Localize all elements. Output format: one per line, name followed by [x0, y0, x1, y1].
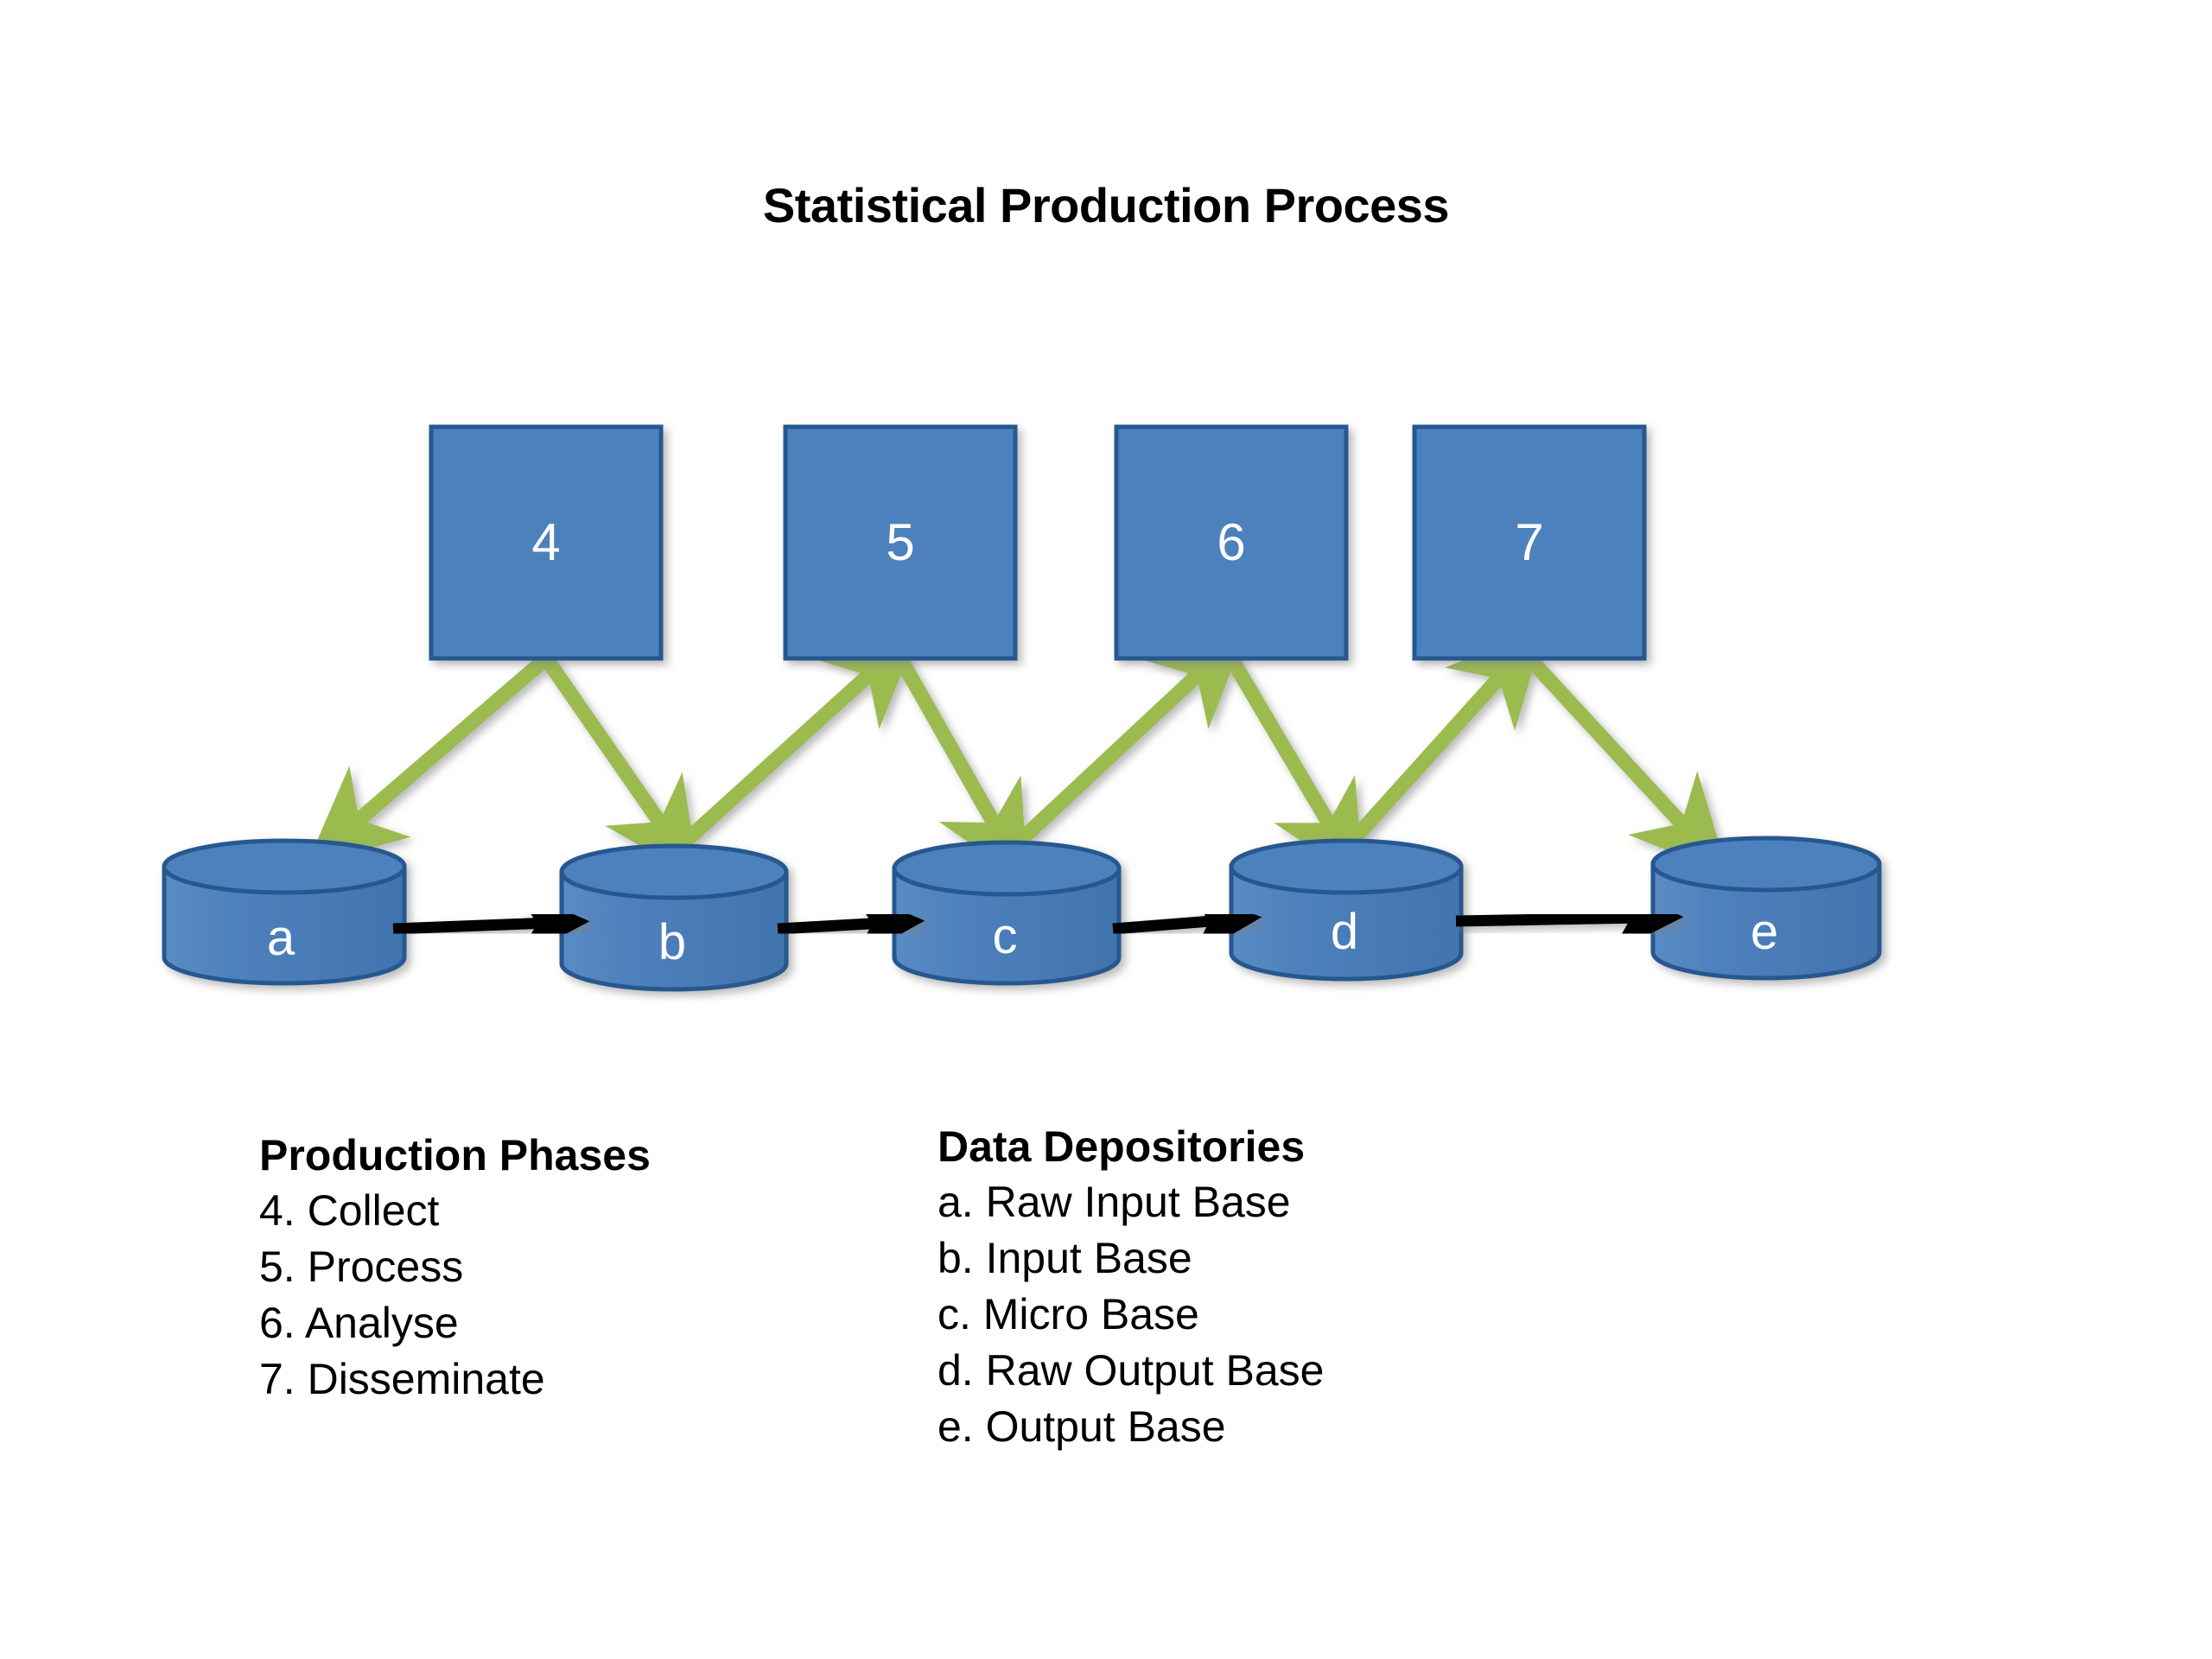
data-store-b[interactable]: b [559, 843, 789, 992]
cyl-e-body[interactable] [1650, 861, 1882, 981]
box-5-label: 5 [886, 513, 914, 571]
cyl-b-body[interactable] [559, 869, 789, 992]
green-arrow-box4-to-cylb [538, 651, 699, 879]
legend-depositories-item-c: c. Micro Base [938, 1290, 1199, 1338]
data-store-row: a b c d e [162, 836, 1882, 992]
cyl-c-label: c [993, 908, 1018, 964]
box-4-label: 4 [531, 513, 560, 571]
green-arrow-box6-to-cyld [1224, 651, 1364, 883]
data-store-c[interactable]: c [892, 840, 1122, 986]
data-store-d[interactable]: d [1229, 838, 1464, 982]
phase-box-7[interactable]: 7 [1412, 424, 1647, 661]
box-7-label: 7 [1515, 513, 1543, 571]
black-arrow-cyla-to-cylb [392, 887, 590, 961]
box-7-shape[interactable] [1412, 424, 1647, 661]
legend-phases-item-7: 7. Disseminate [259, 1355, 545, 1403]
legend-depositories-item-d: d. Raw Output Base [938, 1346, 1325, 1395]
green-arrow-box7-to-cyle [1522, 651, 1729, 874]
legend-depositories-item-a: a. Raw Input Base [938, 1178, 1291, 1226]
cyl-d-top[interactable] [1229, 838, 1464, 895]
data-store-a[interactable]: a [162, 838, 407, 986]
cyl-e-label: e [1751, 904, 1778, 960]
black-arrow-cylc-to-cyld [1112, 887, 1262, 959]
box-4-shape[interactable] [429, 424, 664, 661]
cyl-d-label: d [1331, 904, 1358, 960]
box-6-label: 6 [1217, 513, 1245, 571]
data-store-e[interactable]: e [1650, 836, 1882, 981]
legend-phases-heading: Production Phases [259, 1131, 651, 1179]
green-arrow-cylb-to-box6 [995, 628, 1248, 865]
cyl-a-label: a [267, 910, 296, 966]
legend-depositories-item-e: e. Output Base [938, 1402, 1226, 1451]
legend-phases-item-5: 5. Process [259, 1243, 464, 1291]
legend-phases-item-4: 4. Collect [259, 1186, 440, 1235]
cyl-b-label: b [658, 914, 686, 970]
cyl-d-body[interactable] [1229, 864, 1464, 982]
cyl-b-top[interactable] [559, 843, 789, 900]
green-arrow-cylc-to-box7 [1330, 626, 1545, 865]
black-arrow-cylb-to-cylc [777, 888, 925, 961]
phase-box-6[interactable]: 6 [1114, 424, 1349, 661]
green-arrow-box5-to-cylc [893, 651, 1028, 883]
green-arrow-group [306, 626, 1729, 883]
legend-data-depositories: Data Depositories a. Raw Input Base b. I… [938, 1119, 1324, 1455]
cyl-a-top[interactable] [162, 838, 407, 895]
phase-box-5[interactable]: 5 [783, 424, 1018, 661]
green-arrow-cyla-to-box5 [662, 629, 920, 863]
cyl-e-top[interactable] [1650, 836, 1882, 893]
legend-depositories-heading: Data Depositories [938, 1122, 1306, 1171]
legend-production-phases: Production Phases 4. Collect 5. Process … [259, 1128, 651, 1408]
legend-phases-item-6: 6. Analyse [259, 1299, 459, 1347]
cyl-c-body[interactable] [892, 866, 1122, 986]
green-arrow-box4-to-cyla [306, 651, 554, 865]
phase-box-4[interactable]: 4 [429, 424, 664, 661]
page-title: Statistical Production Process [762, 178, 1450, 232]
cyl-a-body[interactable] [162, 864, 407, 986]
cyl-c-top[interactable] [892, 840, 1122, 897]
black-arrow-cyld-to-cyle [1455, 882, 1684, 955]
phase-box-row: 4 5 6 7 [429, 424, 1647, 661]
legend-depositories-item-b: b. Input Base [938, 1234, 1192, 1282]
black-arrow-cyl-row [392, 882, 1684, 961]
